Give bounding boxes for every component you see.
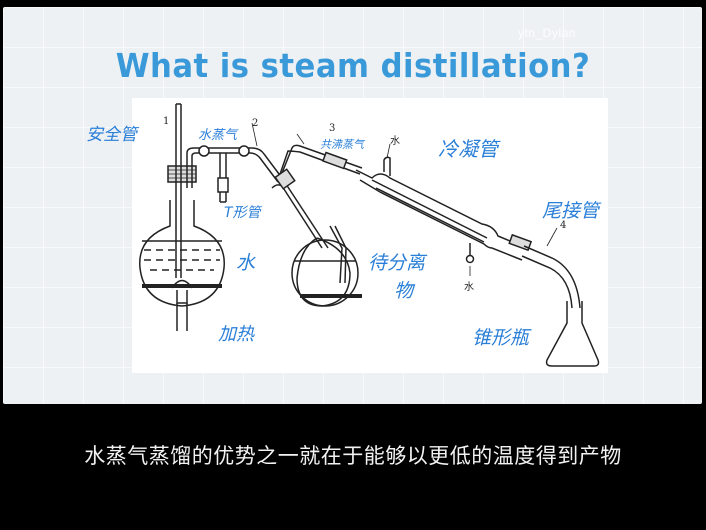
condenser — [355, 143, 528, 276]
label-1: 1 — [163, 116, 170, 127]
label-3: 3 — [329, 123, 336, 134]
apparatus-drawing — [139, 103, 600, 367]
anno-mixture: 待分离 — [368, 252, 426, 274]
label-4: 4 — [560, 220, 567, 231]
anno-t-tube: T形管 — [224, 205, 261, 221]
watermark: ytn_Dylan — [518, 26, 576, 40]
conical-flask — [545, 301, 600, 367]
adapter-tube — [508, 227, 581, 309]
anno-safety-tube: 安全管 — [86, 125, 137, 145]
distillation-flask — [271, 133, 363, 307]
label-water-out: 水 — [390, 136, 400, 147]
label-2: 2 — [252, 118, 259, 129]
video-subtitle: 水蒸气蒸馏的优势之一就在于能够以更低的温度得到产物 — [84, 444, 622, 468]
steam-generator-flask — [139, 103, 225, 331]
anno-water: 水 — [236, 252, 256, 274]
slide-title: What is steam distillation? — [115, 46, 591, 85]
anno-heating: 加热 — [218, 324, 254, 345]
distillation-diagram: 1 2 3 4 水 水 水蒸气 T形管 水 加热 共沸蒸气 冷凝管 待分离 物 … — [132, 98, 608, 373]
anno-adapter: 尾接管 — [542, 200, 600, 222]
label-water-in: 水 — [464, 282, 474, 293]
anno-condenser: 冷凝管 — [438, 137, 498, 161]
anno-azeotrope-vapor: 共沸蒸气 — [320, 138, 364, 151]
anno-conical-flask: 锥形瓶 — [472, 327, 530, 349]
steam-delivery-tube — [186, 122, 283, 203]
anno-steam: 水蒸气 — [198, 128, 238, 143]
anno-mixture-2: 物 — [394, 280, 414, 302]
